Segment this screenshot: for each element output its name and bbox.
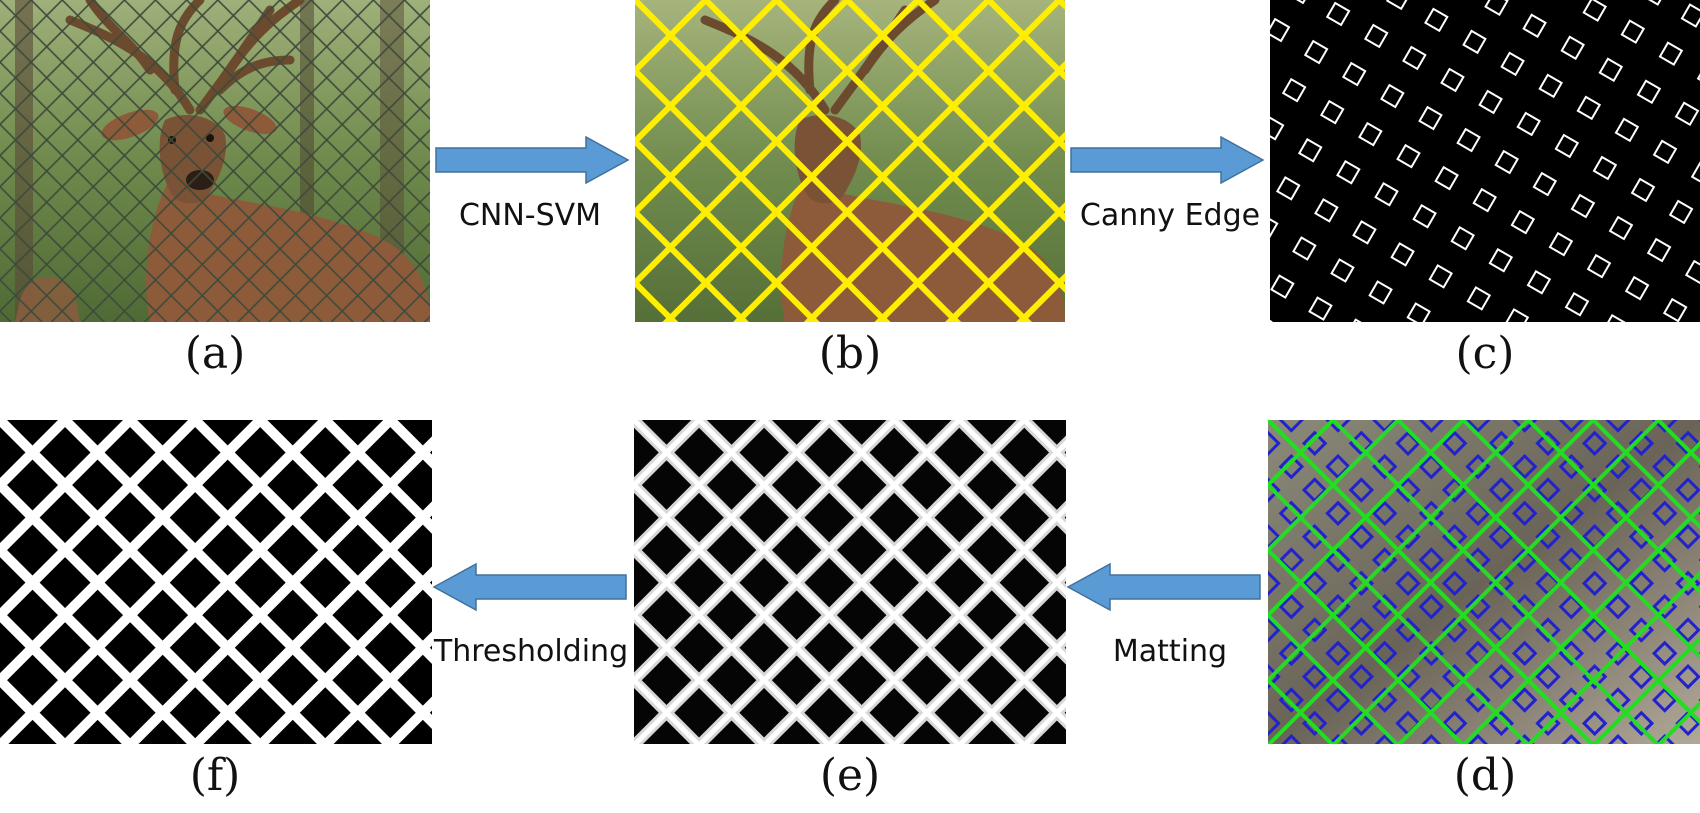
detected-fence-image: [635, 0, 1065, 322]
panel-c-edge-map: [1270, 0, 1700, 322]
fence-and-edges-image: [1268, 420, 1700, 744]
arrow-cnn-svm: [434, 135, 630, 185]
panel-d-fence-and-edges: [1268, 420, 1700, 744]
edge-map-image: [1270, 0, 1700, 322]
panel-b-detected-fence: [635, 0, 1065, 322]
label-cnn-svm: CNN-SVM: [458, 198, 602, 233]
caption-a: (a): [184, 328, 246, 379]
alpha-matte-image: [634, 420, 1066, 744]
arrow-canny-edge: [1069, 135, 1265, 185]
caption-b: (b): [818, 328, 882, 379]
panel-e-alpha-matte: [634, 420, 1066, 744]
caption-e: (e): [819, 750, 881, 801]
label-canny-edge: Canny Edge: [1079, 198, 1261, 233]
arrow-matting: [1066, 562, 1262, 612]
label-matting: Matting: [1112, 634, 1228, 669]
label-thresholding: Thresholding: [433, 634, 629, 669]
caption-f: (f): [189, 750, 241, 801]
deer-photo-image: [0, 0, 430, 322]
caption-c: (c): [1455, 328, 1515, 379]
caption-d: (d): [1453, 750, 1517, 801]
panel-f-binary-mask: [0, 420, 432, 744]
binary-mask-image: [0, 420, 432, 744]
arrow-thresholding: [432, 562, 628, 612]
panel-a-deer-photo: [0, 0, 430, 322]
